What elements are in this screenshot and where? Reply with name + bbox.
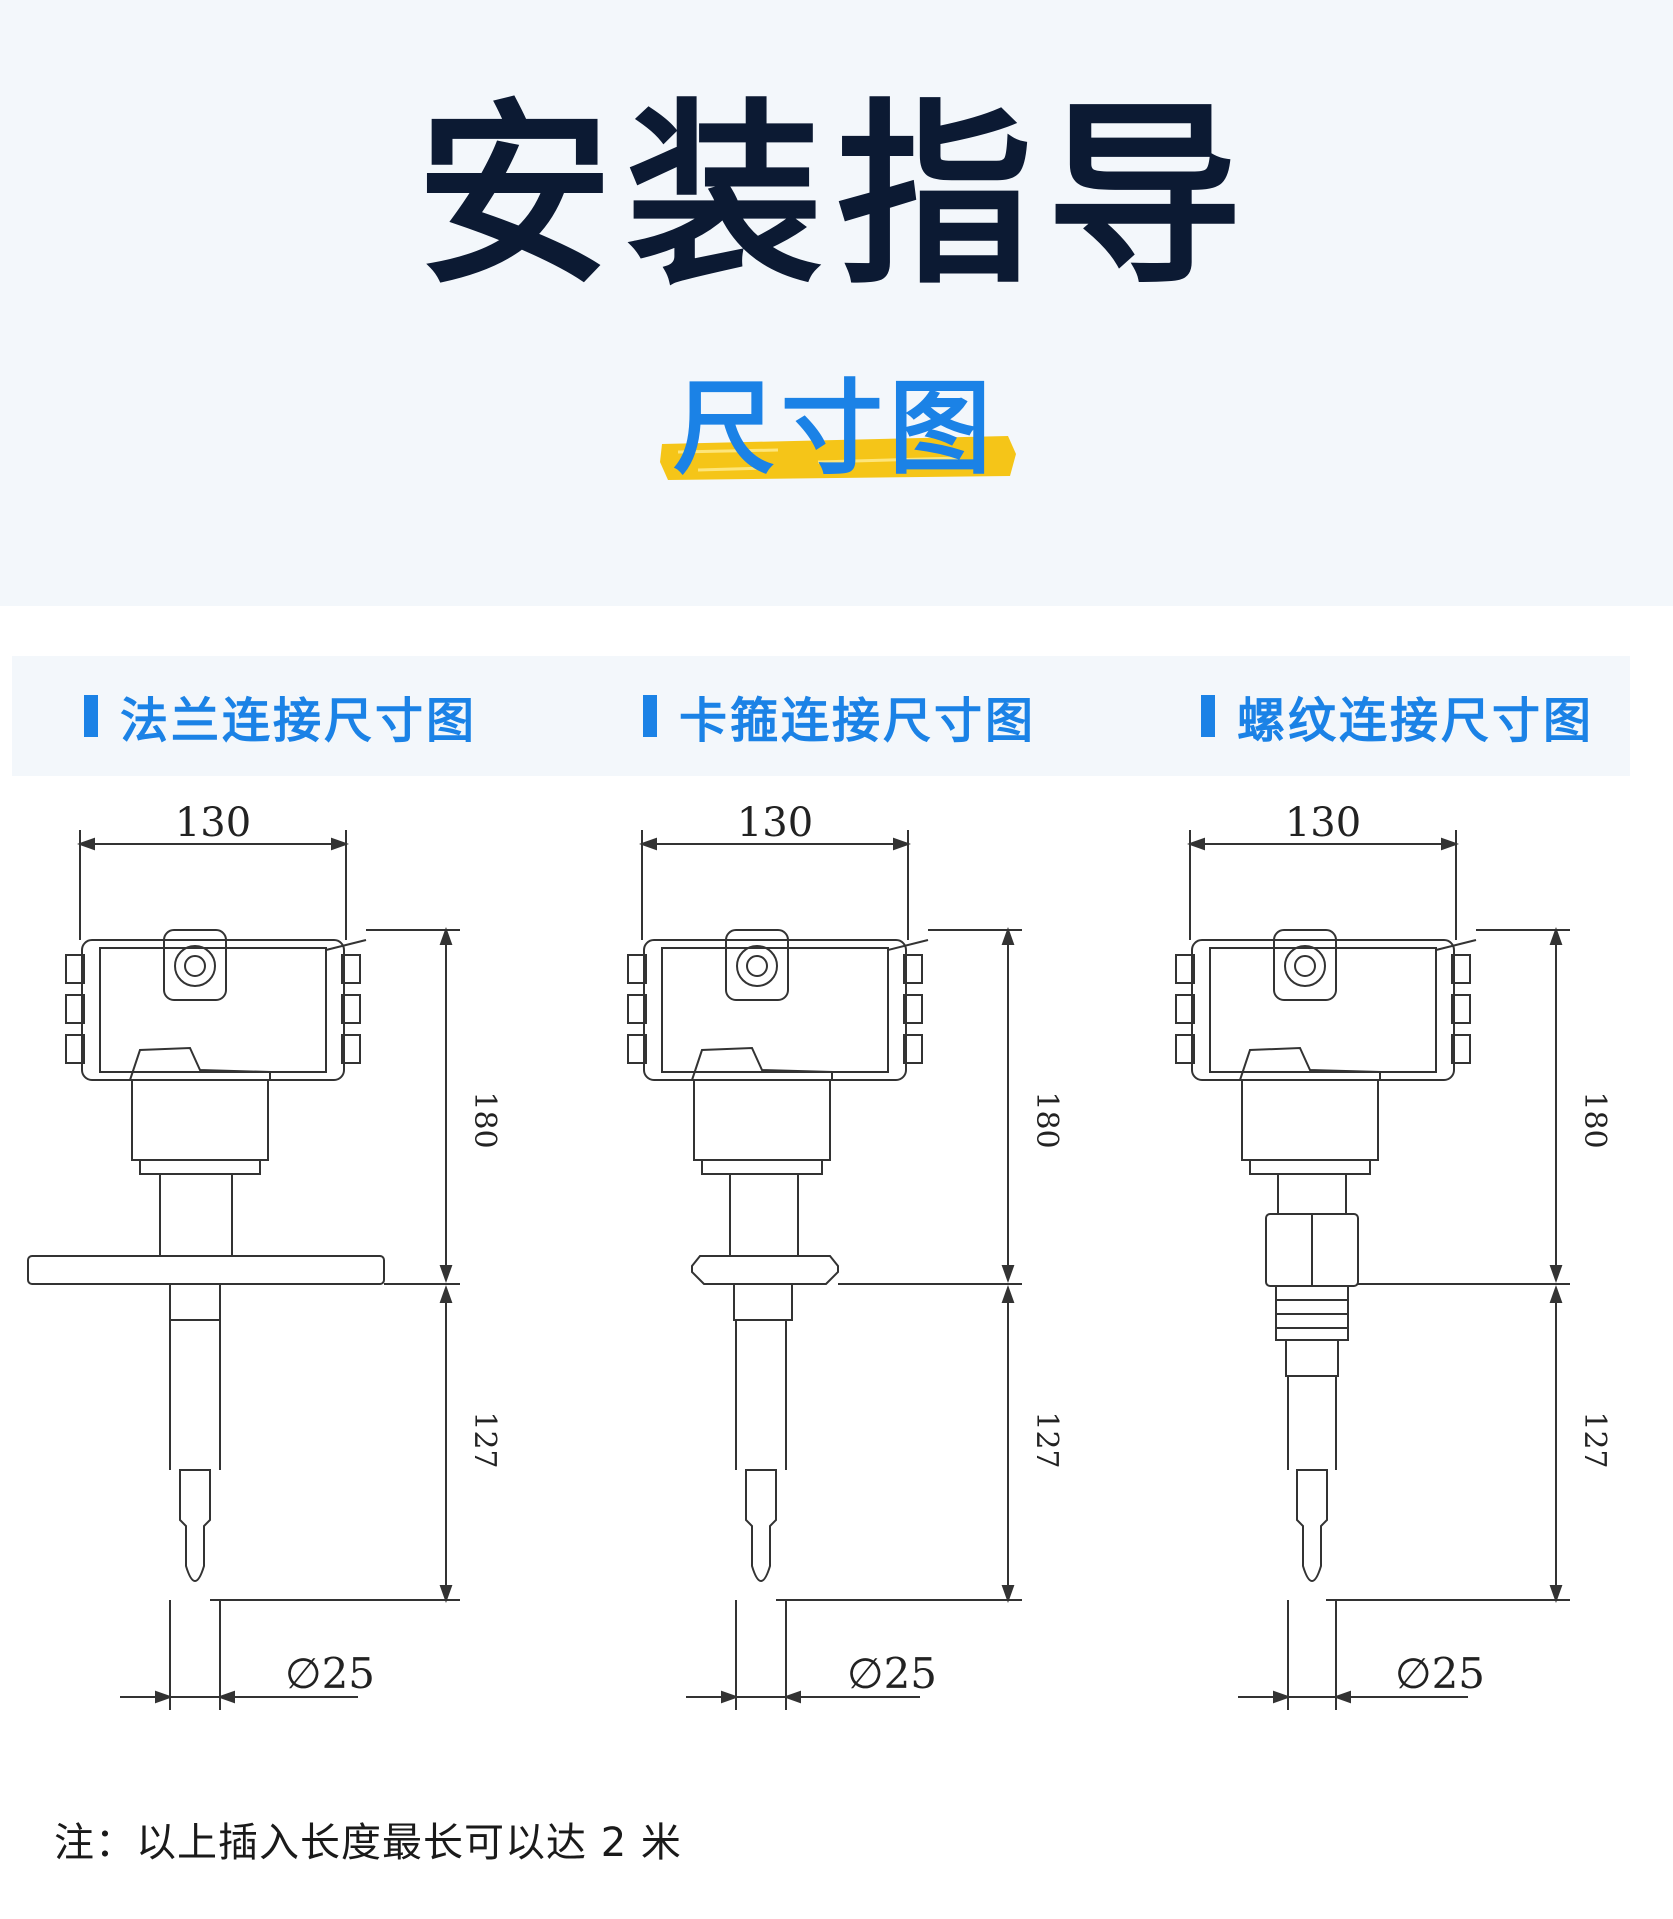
- height-upper-label: 180: [1577, 1091, 1612, 1148]
- section-title-clamp: 卡箍连接尺寸图: [643, 686, 1036, 749]
- header-band: [0, 0, 1673, 606]
- diameter-label: ∅25: [847, 1649, 937, 1698]
- section-title-flange: 法兰连接尺寸图: [84, 686, 477, 749]
- height-upper-label: 180: [1029, 1091, 1064, 1148]
- yellow-brush-highlight: [660, 436, 1016, 480]
- subtitle-block: 尺寸图: [650, 370, 1020, 500]
- diameter-label: ∅25: [285, 1649, 375, 1698]
- page-title: 安装指导: [416, 83, 1257, 311]
- height-lower-label: 127: [1029, 1411, 1064, 1468]
- section-title-thread: 螺纹连接尺寸图: [1201, 686, 1594, 749]
- footnote: 注：以上插入长度最长可以达 2 米: [54, 1820, 682, 1866]
- section-title-text: 法兰连接尺寸图: [120, 693, 478, 749]
- height-lower-label: 127: [1577, 1411, 1612, 1468]
- section-title-text: 卡箍连接尺寸图: [679, 693, 1037, 749]
- section-title-band: [12, 656, 1630, 776]
- width-label: 130: [737, 800, 813, 846]
- section-marker-bar: [84, 695, 98, 737]
- subtitle: 尺寸图: [673, 370, 997, 489]
- section-title-text: 螺纹连接尺寸图: [1237, 693, 1595, 749]
- dimension-drawing-thread: 130 180 127 ∅25: [1130, 780, 1673, 1730]
- width-label: 130: [175, 800, 251, 846]
- dimension-drawing-flange: 130 180 127 ∅25: [20, 780, 580, 1730]
- diameter-label: ∅25: [1395, 1649, 1485, 1698]
- section-marker-bar: [1201, 695, 1215, 737]
- dimension-drawing-clamp: 130 180 127 ∅25: [582, 780, 1142, 1730]
- section-marker-bar: [643, 695, 657, 737]
- height-upper-label: 180: [467, 1091, 502, 1148]
- height-lower-label: 127: [467, 1411, 502, 1468]
- width-label: 130: [1285, 800, 1361, 846]
